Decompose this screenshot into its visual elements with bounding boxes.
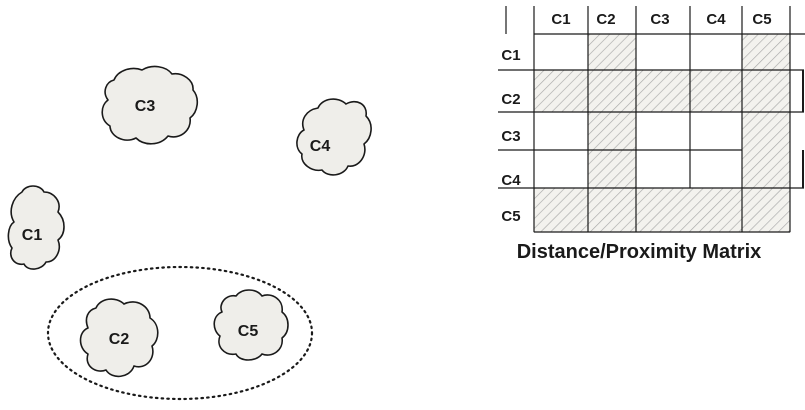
cluster-c4-blob (296, 98, 372, 176)
hatch-row-c5-cols-c3-c4 (635, 187, 743, 233)
matrix-col-header-c2: C2 (596, 11, 615, 28)
matrix-row-header-c4: C4 (501, 172, 521, 189)
cluster-c3: C3 (101, 65, 199, 145)
cluster-c1-label: C1 (22, 227, 43, 244)
matrix-col-header-c5: C5 (752, 11, 771, 28)
matrix-caption: Distance/Proximity Matrix (517, 241, 762, 263)
merge-ellipse (46, 265, 314, 401)
cluster-c5-blob (213, 289, 289, 361)
cluster-c2-blob (79, 298, 159, 378)
hatch-row-c2-col-c1 (533, 69, 589, 113)
matrix-col-header-c4: C4 (706, 11, 726, 28)
cluster-c3-blob (101, 65, 199, 145)
cluster-c2: C2 (79, 298, 159, 378)
cluster-c4: C4 (296, 98, 372, 176)
proximity-matrix: C1 C2 C3 C4 C5 C1 C2 C3 C4 C5 Distance/P… (498, 6, 805, 263)
matrix-row-header-c5: C5 (501, 208, 520, 225)
cluster-c5: C5 (213, 289, 289, 361)
hatch-col-c2 (587, 33, 637, 233)
hatch-col-c5 (741, 33, 791, 233)
matrix-col-header-c3: C3 (650, 11, 669, 28)
matrix-row-header-c3: C3 (501, 128, 520, 145)
cluster-c1-blob (7, 185, 65, 270)
cluster-c4-label: C4 (310, 138, 331, 155)
hatch-row-c2-cols-c3-c4 (635, 69, 743, 113)
matrix-row-header-c2: C2 (501, 91, 520, 108)
matrix-row-header-c1: C1 (501, 47, 520, 64)
hatch-row-c5-col-c1 (533, 187, 589, 233)
matrix-col-header-c1: C1 (551, 11, 570, 28)
cluster-c3-label: C3 (135, 98, 156, 115)
cluster-c5-label: C5 (238, 323, 259, 340)
cluster-c2-label: C2 (109, 331, 130, 348)
cluster-c1: C1 (7, 185, 65, 270)
